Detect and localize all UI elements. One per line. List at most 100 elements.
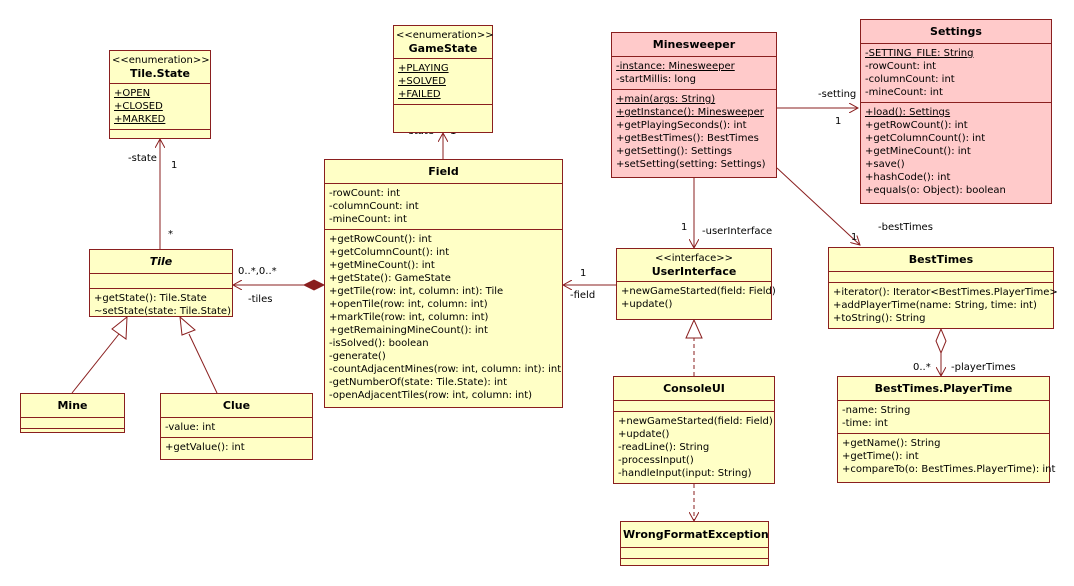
operation: -generate() <box>329 351 386 362</box>
class-name: Tile <box>149 255 173 268</box>
operation: +getRowCount(): int <box>865 120 968 131</box>
setting-mult-label: 1 <box>835 116 842 127</box>
operation: +toString(): String <box>833 313 926 324</box>
operation: +getName(): String <box>842 438 941 449</box>
class-consoleui[interactable]: ConsoleUI +newGameStarted(field: Field) … <box>613 376 775 484</box>
operation: +hashCode(): int <box>865 172 951 183</box>
class-name: Clue <box>222 399 251 412</box>
enum-value: +SOLVED <box>398 76 446 87</box>
operation: +getMineCount(): int <box>865 146 971 157</box>
operation: +addPlayerTime(name: String, time: int) <box>833 300 1037 311</box>
class-tile[interactable]: Tile +getState(): Tile.State ~setState(s… <box>89 249 233 317</box>
class-tile-state[interactable]: <<enumeration>>Tile.State +OPEN +CLOSED … <box>109 50 211 139</box>
operation: +equals(o: Object): boolean <box>865 185 1006 196</box>
class-name: UserInterface <box>651 265 737 278</box>
class-userinterface[interactable]: <<interface>>UserInterface +newGameStart… <box>616 248 776 320</box>
attribute: -value: int <box>165 422 216 433</box>
attribute: -columnCount: int <box>865 74 955 85</box>
class-name: Mine <box>57 399 88 412</box>
operation: +getRemainingMineCount(): int <box>329 325 488 336</box>
operation: +main(args: String) <box>616 94 716 105</box>
stereotype: <<enumeration>> <box>112 55 210 66</box>
tiles-role-label: -tiles <box>248 294 273 305</box>
class-besttimes-playertime[interactable]: BestTimes.PlayerTime -name: String -time… <box>837 376 1056 483</box>
state-role-label: -state <box>128 153 157 164</box>
class-name: BestTimes <box>908 253 974 266</box>
setting-role-label: -setting <box>818 89 857 100</box>
attribute: -startMillis: long <box>616 74 696 85</box>
class-wrongformatexception[interactable]: WrongFormatException <box>620 521 769 566</box>
stereotype: <<enumeration>> <box>396 30 494 41</box>
attribute: -name: String <box>842 405 911 416</box>
operation: +getState(): Tile.State <box>94 293 207 304</box>
playertimes-mult-label: 0..* <box>913 362 931 373</box>
class-clue[interactable]: Clue -value: int +getValue(): int <box>160 393 313 460</box>
operation: +openTile(row: int, column: int) <box>329 299 488 310</box>
tile-mult-label: * <box>168 229 173 240</box>
attribute: -SETTING_FILE: String <box>865 48 974 59</box>
besttimes-role-label: -bestTimes <box>878 222 933 233</box>
operation: +getBestTimes(): BestTimes <box>616 133 759 144</box>
class-name: Minesweeper <box>652 38 736 51</box>
operation: -handleInput(input: String) <box>618 468 752 479</box>
operation: ~setState(state: Tile.State) <box>94 306 231 317</box>
class-settings[interactable]: Settings -SETTING_FILE: String -rowCount… <box>860 19 1052 204</box>
attribute: -time: int <box>842 418 888 429</box>
operation: +newGameStarted(field: Field) <box>618 416 773 427</box>
stereotype: <<interface>> <box>654 253 734 264</box>
state-mult-label: 1 <box>171 160 178 171</box>
playertimes-role-label: -playerTimes <box>951 362 1016 373</box>
class-name: Tile.State <box>129 67 190 80</box>
operation: +getColumnCount(): int <box>329 247 450 258</box>
besttimes-mult-label: 1 <box>851 232 858 243</box>
operation: +update() <box>621 299 673 310</box>
class-name: Settings <box>930 25 982 38</box>
operation: +getRowCount(): int <box>329 234 432 245</box>
operation: -getNumberOf(state: Tile.State): int <box>329 377 508 388</box>
operation: -openAdjacentTiles(row: int, column: int… <box>329 390 533 401</box>
operation: +getMineCount(): int <box>329 260 435 271</box>
attribute: -mineCount: int <box>329 214 407 225</box>
operation: +save() <box>865 159 905 170</box>
operation: +iterator(): Iterator<BestTimes.PlayerTi… <box>833 287 1058 298</box>
enum-value: +OPEN <box>114 88 151 99</box>
enum-value: +FAILED <box>398 89 441 100</box>
operation: -countAdjacentMines(row: int, column: in… <box>329 364 562 375</box>
class-besttimes[interactable]: BestTimes +iterator(): Iterator<BestTime… <box>828 247 1058 329</box>
enum-value: +CLOSED <box>114 101 163 112</box>
operation: +getInstance(): Minesweeper <box>616 107 764 118</box>
enum-value: +MARKED <box>114 114 166 125</box>
field-role-label: -field <box>570 290 596 301</box>
attribute: -columnCount: int <box>329 201 419 212</box>
operation: +compareTo(o: BestTimes.PlayerTime): int <box>842 464 1056 475</box>
attribute: -instance: Minesweeper <box>616 61 735 72</box>
ui-mult-label: 1 <box>681 222 688 233</box>
class-minesweeper[interactable]: Minesweeper -instance: Minesweeper -star… <box>611 32 777 178</box>
class-name: Field <box>428 165 459 178</box>
class-name: ConsoleUI <box>663 382 725 395</box>
operation: +getValue(): int <box>165 442 245 453</box>
class-name: GameState <box>408 42 478 55</box>
operation: +markTile(row: int, column: int) <box>329 312 489 323</box>
attribute: -rowCount: int <box>329 188 401 199</box>
operation: -isSolved(): boolean <box>329 338 429 349</box>
class-field[interactable]: Field -rowCount: int -columnCount: int -… <box>324 159 563 408</box>
class-name: BestTimes.PlayerTime <box>874 382 1013 395</box>
tiles-mult-label: 0..*,0..* <box>238 266 277 277</box>
operation: -processInput() <box>618 455 694 466</box>
operation: +getPlayingSeconds(): int <box>616 120 747 131</box>
attribute: -mineCount: int <box>865 87 943 98</box>
operation: +load(): Settings <box>865 107 951 118</box>
operation: +getState(): GameState <box>329 273 451 284</box>
attribute: -rowCount: int <box>865 61 937 72</box>
class-mine[interactable]: Mine <box>20 393 125 433</box>
operation: +setSetting(setting: Settings) <box>616 159 766 170</box>
class-name: WrongFormatException <box>623 528 769 541</box>
operation: +newGameStarted(field: Field) <box>621 286 776 297</box>
ui-role-label: -userInterface <box>702 226 773 237</box>
operation: +getTile(row: int, column: int): Tile <box>329 286 504 297</box>
class-gamestate[interactable]: <<enumeration>>GameState +PLAYING +SOLVE… <box>393 25 494 133</box>
operation: +getColumnCount(): int <box>865 133 986 144</box>
enum-value: +PLAYING <box>398 63 449 74</box>
